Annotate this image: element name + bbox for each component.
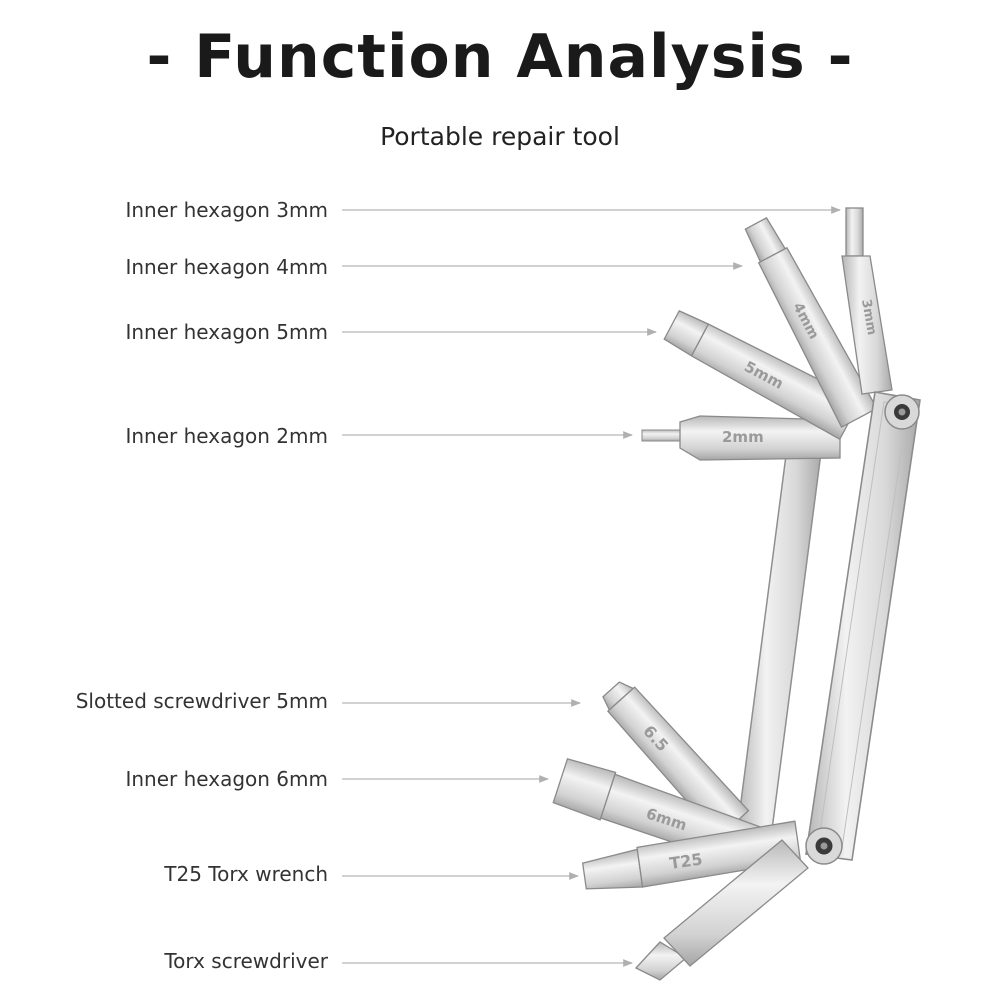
callout-label-torx-screwdriver: Torx screwdriver bbox=[164, 949, 328, 973]
page-title: - Function Analysis - bbox=[146, 22, 854, 92]
bit-torx-screwdriver bbox=[634, 839, 809, 981]
pivot-bolt-bottom bbox=[805, 827, 843, 865]
bit-marking-t25: T25 bbox=[668, 850, 704, 873]
callout-label-hex-6mm: Inner hexagon 6mm bbox=[125, 767, 328, 791]
pivot-bolt-top bbox=[884, 394, 920, 430]
callout-label-hex-5mm: Inner hexagon 5mm bbox=[125, 320, 328, 344]
bit-hex-4mm: 4mm bbox=[744, 217, 878, 429]
right-side-plate bbox=[805, 391, 921, 861]
callout-label-t25-torx: T25 Torx wrench bbox=[164, 862, 328, 886]
bit-hex-3mm: 3mm bbox=[841, 207, 893, 395]
callout-label-hex-3mm: Inner hexagon 3mm bbox=[125, 198, 328, 222]
bit-hex-5mm: 5mm bbox=[663, 310, 862, 441]
page-subtitle: Portable repair tool bbox=[380, 122, 620, 151]
callout-label-hex-2mm: Inner hexagon 2mm bbox=[125, 424, 328, 448]
callout-label-hex-4mm: Inner hexagon 4mm bbox=[125, 255, 328, 279]
bit-hex-2mm: 2mm bbox=[641, 415, 841, 461]
left-side-plate bbox=[735, 439, 823, 846]
bit-marking-3mm: 3mm bbox=[858, 298, 879, 336]
bit-marking-2mm: 2mm bbox=[722, 428, 764, 446]
callout-label-slotted-5mm: Slotted screwdriver 5mm bbox=[75, 689, 328, 713]
